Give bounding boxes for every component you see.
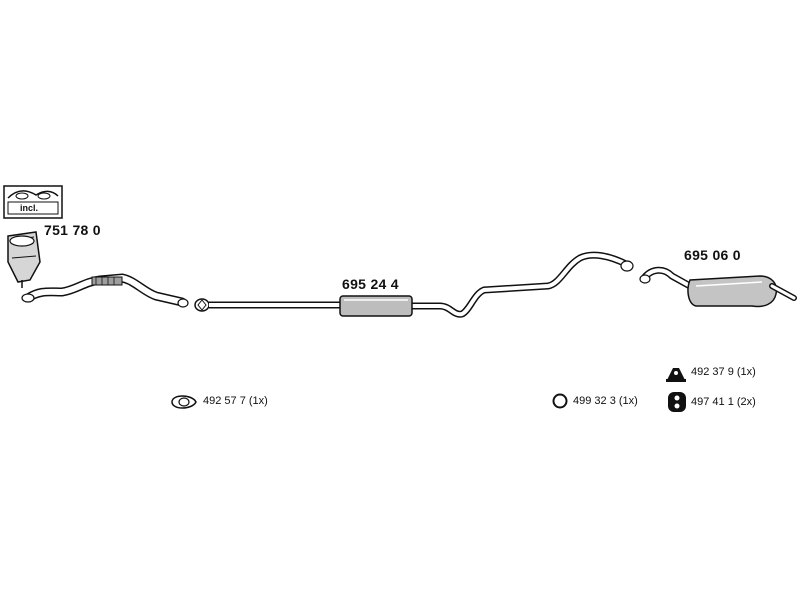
ring-icon bbox=[552, 393, 568, 409]
middle-silencer-number: 695 24 4 bbox=[342, 276, 399, 292]
rear-silencer-number: 695 06 0 bbox=[684, 247, 741, 263]
kit-badge-label: incl. bbox=[20, 203, 39, 213]
middle-pipe-icon bbox=[194, 251, 634, 318]
hanger-label: 497 41 1 (2x) bbox=[691, 396, 756, 408]
front-pipe-icon bbox=[21, 273, 189, 308]
middle-silencer-icon bbox=[339, 295, 413, 317]
catalytic-converter-number: 751 78 0 bbox=[44, 222, 101, 238]
gasket-label: 492 57 7 (1x) bbox=[203, 395, 268, 407]
ring-label: 499 32 3 (1x) bbox=[573, 395, 638, 407]
rear-silencer-icon bbox=[639, 266, 797, 308]
hanger-icon bbox=[668, 392, 686, 412]
catalytic-converter-icon bbox=[7, 231, 41, 288]
gasket-icon bbox=[171, 395, 197, 409]
kit-badge-icon bbox=[3, 185, 63, 219]
rubber-mount-label: 492 37 9 (1x) bbox=[691, 366, 756, 378]
rubber-mount-icon bbox=[666, 368, 686, 382]
